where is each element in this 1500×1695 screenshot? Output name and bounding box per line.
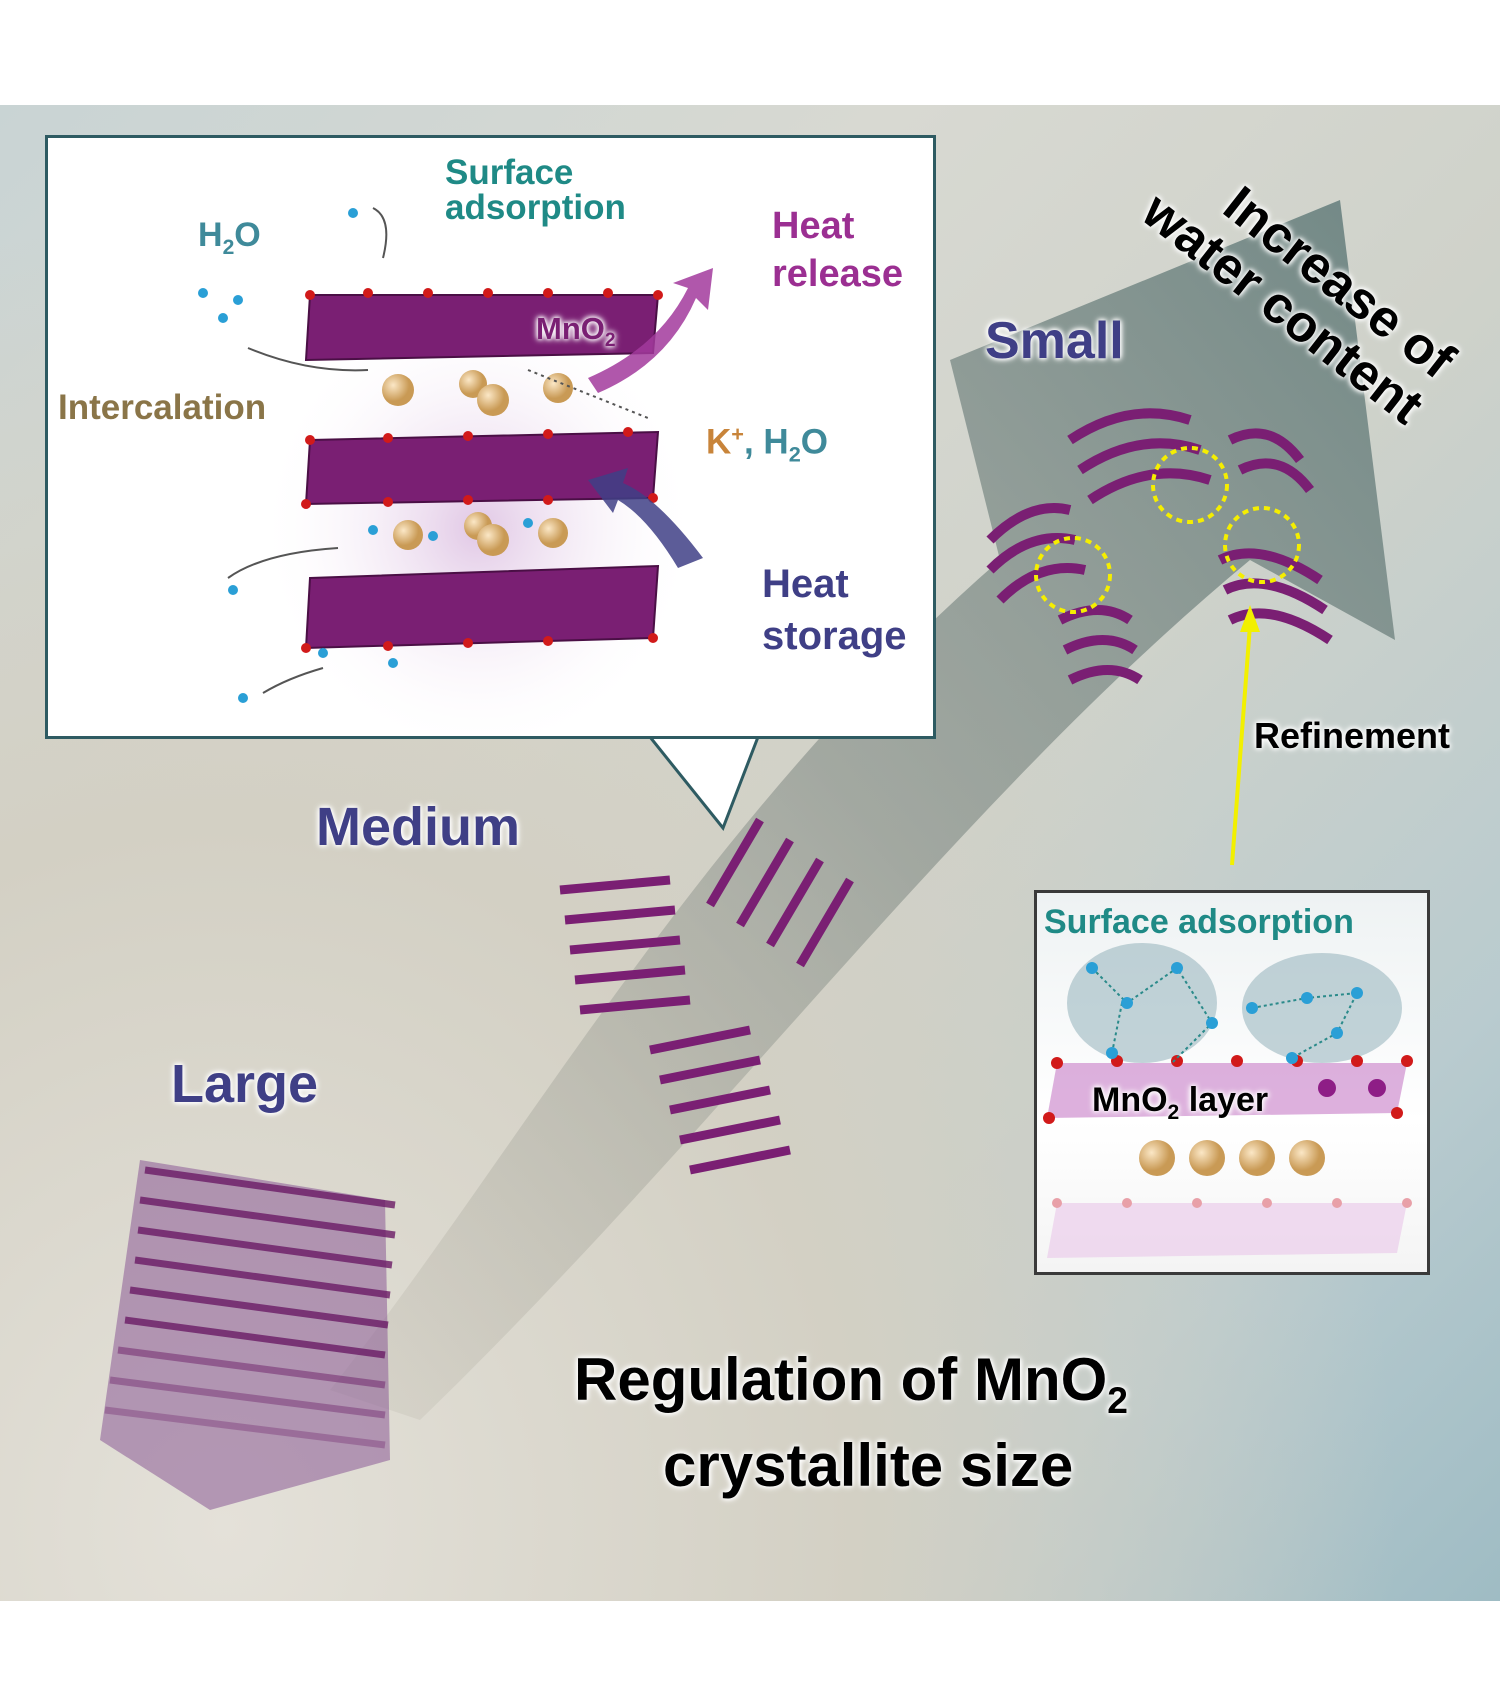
title-line-2: crystallite size — [663, 1432, 1074, 1499]
intercalation-label: Intercalation — [58, 388, 267, 427]
refinement-label: Refinement — [1254, 715, 1451, 756]
surface-adsorption-detail: Surface adsorption MnO2 layer — [1034, 890, 1430, 1275]
mno2-layer-slabs — [304, 294, 660, 650]
potassium-ions — [382, 370, 573, 556]
water-molecules — [198, 208, 533, 703]
mno2-surface-illustration — [1043, 943, 1413, 1258]
medium-crystallites — [559, 817, 854, 1175]
h2o-label: H2O — [198, 216, 261, 259]
large-label: Large — [171, 1054, 319, 1114]
mno2-layer-label: MnO2 layer — [1092, 1081, 1269, 1124]
adsorption-highlight-circles — [1034, 446, 1301, 614]
refinement-arrow — [1230, 605, 1260, 866]
process-arrows — [227, 207, 649, 694]
mno2-label: MnO2 — [536, 311, 616, 352]
heat-release-arrow — [588, 268, 713, 393]
k-h2o-label: K+, H2O — [706, 421, 828, 467]
layered-structure — [198, 207, 713, 736]
medium-label: Medium — [316, 797, 521, 857]
large-crystallite — [100, 1160, 396, 1510]
small-label: Small — [985, 312, 1124, 370]
title-line-1: Regulation of MnO2 — [574, 1346, 1128, 1421]
growth-arrow — [330, 200, 1395, 1420]
heat-storage-arrow — [588, 468, 703, 568]
oxygen-atoms — [301, 288, 663, 653]
surface-adsorption-box-title: Surface adsorption — [1044, 903, 1354, 941]
